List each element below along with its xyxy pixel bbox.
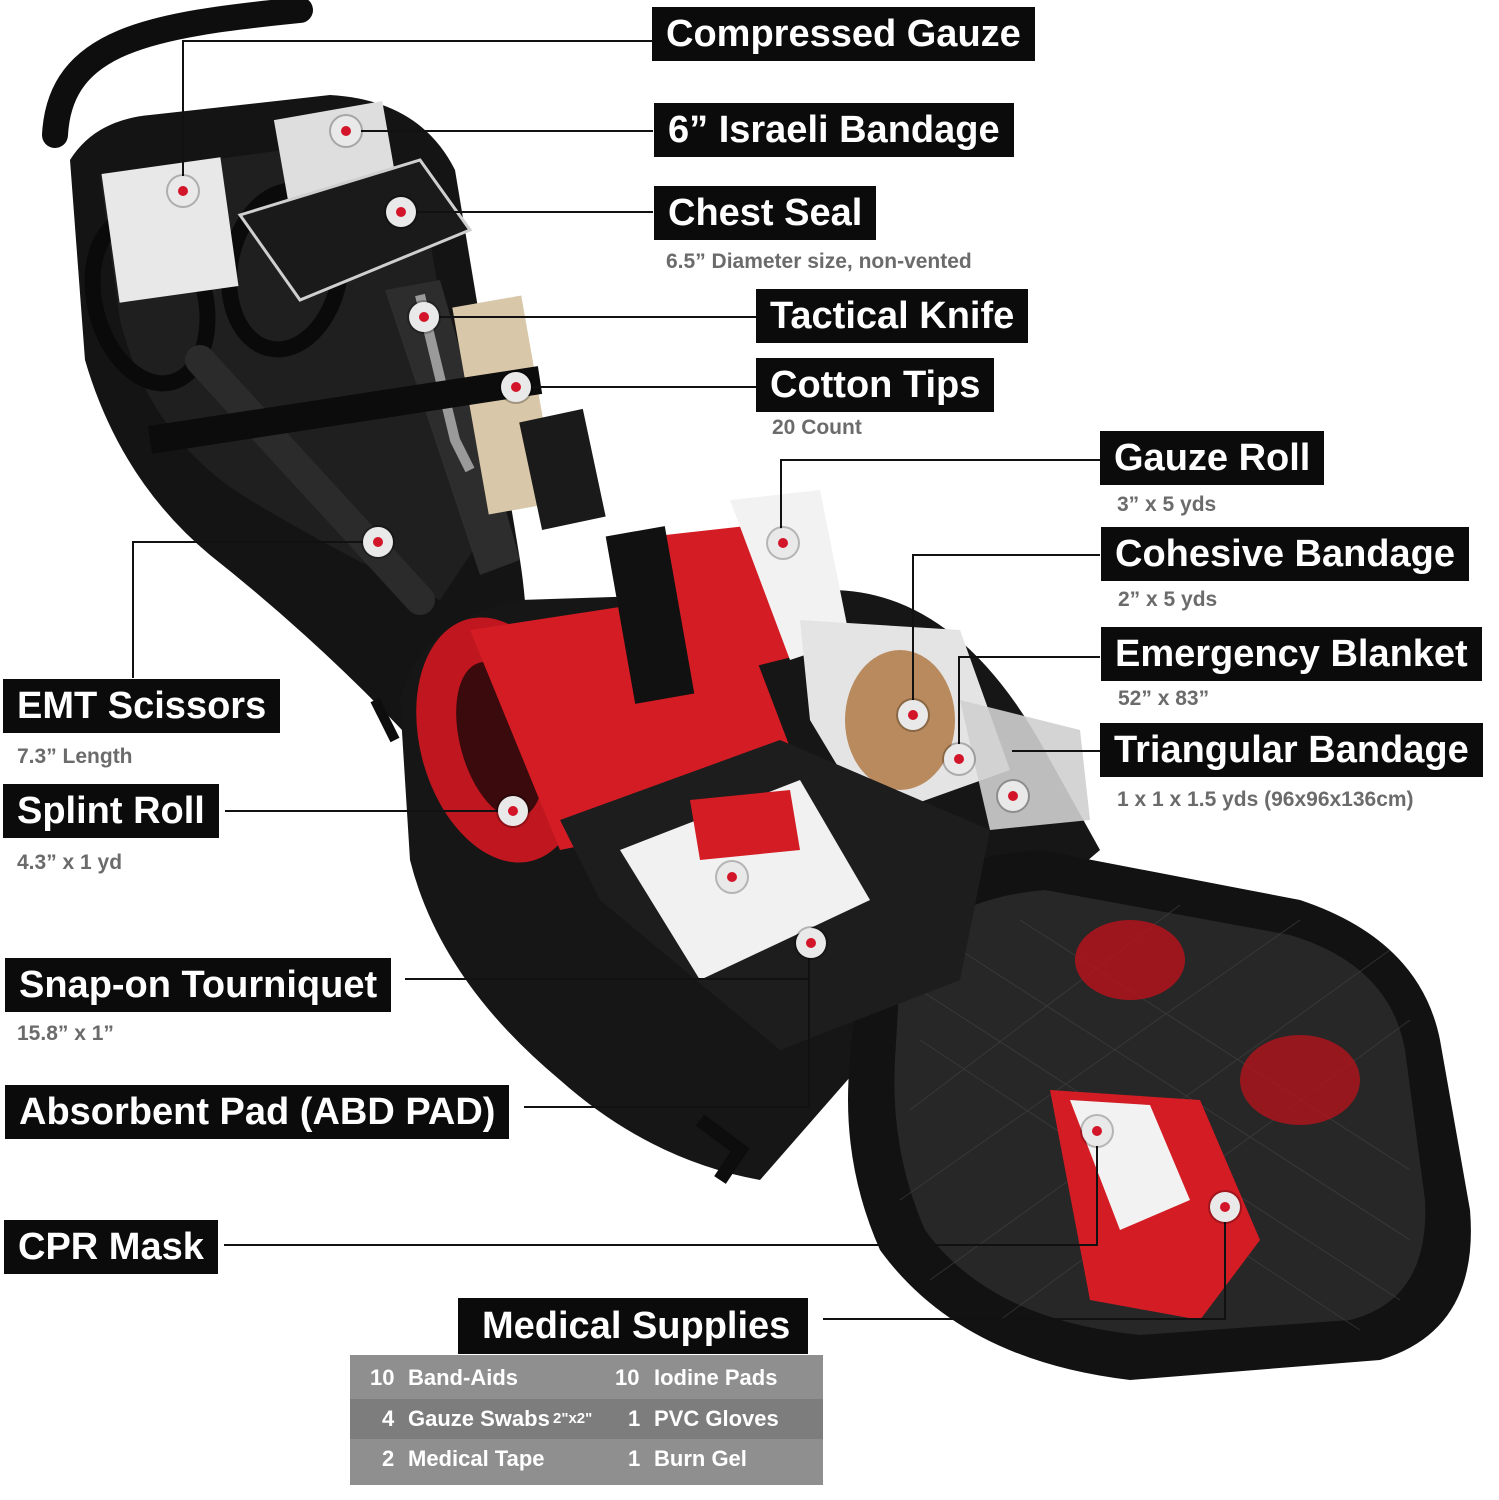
- marker-dot-icon: [796, 928, 826, 958]
- medical-supplies-table: 10 Band-Aids 10 Iodine Pads 4 Gauze Swab…: [350, 1355, 823, 1485]
- supplies-item: Burn Gel: [654, 1446, 747, 1471]
- supplies-qty: 10: [370, 1365, 395, 1390]
- supplies-row: 10 Band-Aids 10 Iodine Pads: [350, 1358, 823, 1398]
- sub-triangular-bandage: 1 x 1 x 1.5 yds (96x96x136cm): [1117, 788, 1414, 811]
- marker-dot-icon: [717, 862, 747, 892]
- supplies-note: 2"x2": [553, 1410, 593, 1427]
- supplies-row: 2 Medical Tape 1 Burn Gel: [350, 1439, 823, 1479]
- sub-chest-seal: 6.5” Diameter size, non-vented: [666, 250, 972, 273]
- marker-dot-icon: [498, 796, 528, 826]
- leader-gauze-roll-h: [780, 459, 1100, 461]
- label-absorbent-pad: Absorbent Pad (ABD PAD): [5, 1085, 510, 1139]
- sub-cohesive-bandage: 2” x 5 yds: [1118, 588, 1218, 611]
- label-chest-seal: Chest Seal: [654, 186, 877, 240]
- supplies-item: Iodine Pads: [654, 1365, 778, 1390]
- supplies-item: Band-Aids: [408, 1365, 518, 1390]
- marker-dot-icon: [944, 744, 974, 774]
- leader-scissors-h: [132, 541, 377, 543]
- label-emergency-blanket: Emergency Blanket: [1101, 627, 1482, 681]
- leader-cotton: [515, 386, 756, 388]
- marker-dot-icon: [386, 197, 416, 227]
- leader-knife: [423, 316, 756, 318]
- marker-dot-icon: [1210, 1192, 1240, 1222]
- marker-dot-icon: [363, 527, 393, 557]
- leader-israeli: [345, 130, 653, 132]
- label-cotton-tips: Cotton Tips: [756, 358, 995, 412]
- label-cohesive-bandage: Cohesive Bandage: [1101, 527, 1469, 581]
- marker-dot-icon: [998, 781, 1028, 811]
- sub-cotton-tips: 20 Count: [772, 416, 862, 439]
- sub-gauze-roll: 3” x 5 yds: [1117, 493, 1217, 516]
- leader-compressed-gauze-v: [182, 40, 184, 190]
- leader-cpr-h: [224, 1244, 1096, 1246]
- leader-supplies-h: [823, 1318, 1225, 1320]
- supplies-row: 4 Gauze Swabs 2"x2" 1 PVC Gloves: [350, 1399, 823, 1439]
- supplies-item: Gauze Swabs: [408, 1406, 550, 1431]
- leader-cohesive-h: [912, 554, 1100, 556]
- marker-dot-icon: [501, 372, 531, 402]
- sub-emergency-blanket: 52” x 83”: [1118, 687, 1210, 710]
- leader-splint: [225, 810, 512, 812]
- leader-abd-v: [808, 940, 810, 1108]
- label-triangular-bandage: Triangular Bandage: [1100, 723, 1483, 777]
- sub-snap-on-tourniquet: 15.8” x 1”: [17, 1022, 114, 1045]
- supplies-qty: 10: [615, 1365, 640, 1390]
- label-israeli-bandage: 6” Israeli Bandage: [654, 103, 1014, 157]
- label-tactical-knife: Tactical Knife: [756, 289, 1029, 343]
- leader-blanket-h: [958, 656, 1100, 658]
- supplies-qty: 1: [628, 1446, 641, 1471]
- label-splint-roll: Splint Roll: [3, 784, 219, 838]
- supplies-item: Medical Tape: [408, 1446, 545, 1471]
- supplies-qty: 4: [382, 1406, 395, 1431]
- label-emt-scissors: EMT Scissors: [3, 679, 281, 733]
- leader-cohesive-v: [912, 554, 914, 714]
- leader-scissors-v: [132, 541, 134, 678]
- label-snap-on-tourniquet: Snap-on Tourniquet: [5, 958, 392, 1012]
- label-cpr-mask: CPR Mask: [4, 1220, 218, 1274]
- label-compressed-gauze: Compressed Gauze: [652, 7, 1035, 61]
- leader-gauze-roll-v: [780, 459, 782, 539]
- leader-compressed-gauze-h: [182, 40, 652, 42]
- leader-chest-seal: [400, 211, 653, 213]
- leader-cpr-v: [1096, 1130, 1098, 1246]
- marker-dot-icon: [898, 700, 928, 730]
- leader-tourniquet-h: [405, 978, 810, 980]
- leader-triangular: [1012, 750, 1100, 752]
- supplies-item: PVC Gloves: [654, 1406, 779, 1431]
- leader-supplies-v: [1224, 1206, 1226, 1320]
- marker-dot-icon: [409, 302, 439, 332]
- leader-abd-h: [524, 1106, 810, 1108]
- supplies-qty: 1: [628, 1406, 641, 1431]
- label-gauze-roll: Gauze Roll: [1100, 431, 1325, 485]
- marker-dot-icon: [168, 176, 198, 206]
- marker-dot-icon: [1082, 1116, 1112, 1146]
- sub-emt-scissors: 7.3” Length: [17, 745, 133, 768]
- marker-dot-icon: [331, 116, 361, 146]
- marker-dot-icon: [768, 528, 798, 558]
- supplies-qty: 2: [382, 1446, 395, 1471]
- sub-splint-roll: 4.3” x 1 yd: [17, 851, 123, 874]
- label-medical-supplies: Medical Supplies: [458, 1298, 809, 1354]
- leader-blanket-v: [958, 656, 960, 758]
